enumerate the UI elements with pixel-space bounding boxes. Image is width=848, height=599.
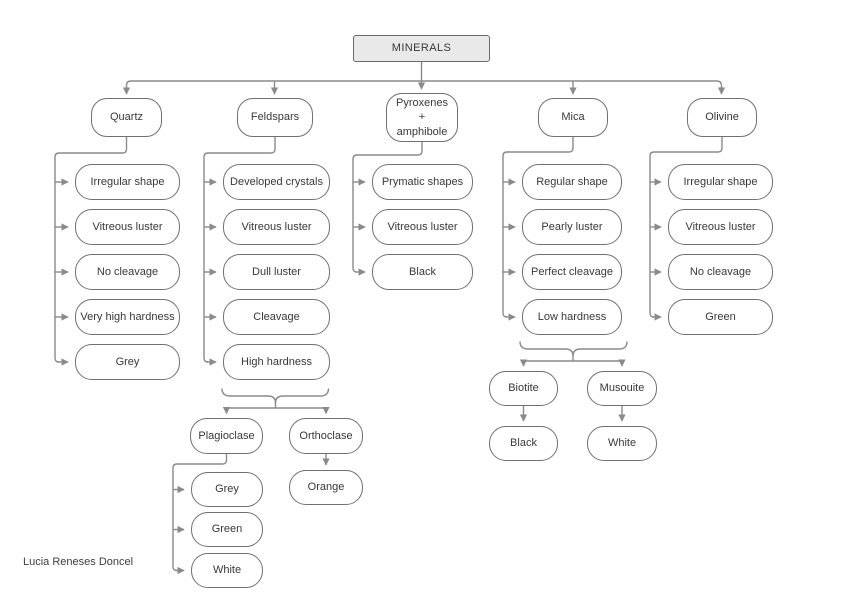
node-label: Regular shape — [536, 175, 608, 188]
node-quartz: Quartz — [91, 98, 162, 137]
node-label: Orthoclase — [299, 429, 353, 442]
node-plagioclase: Plagioclase — [190, 418, 263, 454]
node-label: Grey — [215, 483, 239, 496]
node-musouite-color: White — [587, 426, 657, 461]
brace-feldspars — [221, 388, 330, 404]
node-label: Biotite — [508, 382, 539, 395]
node-label: Grey — [115, 355, 140, 368]
node-label: MINERALS — [391, 42, 452, 55]
node-label: Musouite — [599, 382, 645, 395]
node-mica: Mica — [538, 98, 608, 137]
node-label: High hardness — [241, 355, 312, 368]
node-olivine-trait: Irregular shape — [668, 164, 773, 200]
node-label: No cleavage — [96, 265, 159, 278]
node-mica-trait: Pearly luster — [522, 209, 622, 245]
split-mica — [523, 355, 622, 362]
node-label: Irregular shape — [90, 175, 165, 188]
node-orthoclase: Orthoclase — [289, 418, 363, 454]
node-label: Perfect cleavage — [531, 265, 613, 278]
node-mica-trait: Regular shape — [522, 164, 622, 200]
node-label: Very high hardness — [80, 310, 175, 323]
node-label: Olivine — [705, 111, 739, 124]
node-quartz-trait: No cleavage — [75, 254, 180, 290]
node-biotite-color: Black — [489, 426, 558, 461]
node-feldspars-trait: Cleavage — [223, 299, 330, 335]
rail-plagioclase — [172, 454, 228, 572]
rail-pyroxenes — [352, 142, 423, 273]
node-label: White — [212, 564, 242, 577]
node-orthoclase-color: Orange — [289, 470, 363, 505]
rail-mica — [502, 137, 574, 318]
node-label: Vitreous luster — [387, 220, 458, 233]
rail-feldspars — [203, 137, 276, 363]
node-label: Low hardness — [537, 310, 607, 323]
node-pyroxenes-amphibole: Pyroxenes + amphibole — [386, 93, 458, 142]
rail-olivine — [649, 137, 723, 318]
node-biotite: Biotite — [489, 371, 558, 406]
node-olivine-trait: Vitreous luster — [668, 209, 773, 245]
node-label: Black — [409, 265, 436, 278]
node-label: Green — [211, 523, 243, 536]
node-quartz-trait: Grey — [75, 344, 180, 380]
node-label: Pyroxenes + amphibole — [396, 97, 448, 138]
node-quartz-trait: Vitreous luster — [75, 209, 180, 245]
node-plagioclase-color: Grey — [191, 472, 263, 507]
node-label: Black — [510, 437, 537, 450]
node-olivine: Olivine — [687, 98, 757, 137]
node-label: Vitreous luster — [241, 220, 312, 233]
node-plagioclase-color: Green — [191, 512, 263, 547]
node-feldspars-trait: Developed crystals — [223, 164, 330, 200]
node-quartz-trait: Irregular shape — [75, 164, 180, 200]
node-feldspars-trait: Vitreous luster — [223, 209, 330, 245]
node-label: Irregular shape — [683, 175, 758, 188]
node-minerals: MINERALS — [353, 35, 490, 62]
node-feldspars: Feldspars — [237, 98, 313, 137]
node-quartz-trait: Very high hardness — [75, 299, 180, 335]
node-label: Feldspars — [250, 111, 300, 124]
node-label: Orange — [307, 481, 345, 494]
node-mica-trait: Low hardness — [522, 299, 622, 335]
node-feldspars-trait: Dull luster — [223, 254, 330, 290]
node-mica-trait: Perfect cleavage — [522, 254, 622, 290]
node-label: Green — [705, 310, 736, 323]
node-olivine-trait: Green — [668, 299, 773, 335]
node-label: Plagioclase — [198, 429, 255, 442]
node-label: Dull luster — [252, 265, 301, 278]
split-feldspars — [226, 402, 326, 409]
author-credit: Lucia Reneses Doncel — [23, 556, 134, 568]
node-label: Developed crystals — [230, 175, 323, 188]
node-feldspars-trait: High hardness — [223, 344, 330, 380]
node-label: Cleavage — [253, 310, 300, 323]
rail-quartz — [54, 137, 128, 363]
node-label: Pearly luster — [541, 220, 603, 233]
node-label: Prymatic shapes — [381, 175, 464, 188]
node-label: Vitreous luster — [685, 220, 756, 233]
node-label: Mica — [561, 111, 585, 124]
node-label: Vitreous luster — [92, 220, 163, 233]
node-label: Quartz — [109, 111, 143, 124]
brace-mica — [519, 341, 628, 357]
node-label: No cleavage — [689, 265, 752, 278]
node-musouite: Musouite — [587, 371, 657, 406]
node-pyroxenes-trait: Prymatic shapes — [372, 164, 473, 200]
node-olivine-trait: No cleavage — [668, 254, 773, 290]
node-plagioclase-color: White — [191, 553, 263, 588]
node-pyroxenes-trait: Black — [372, 254, 473, 290]
node-label: White — [607, 437, 637, 450]
node-pyroxenes-trait: Vitreous luster — [372, 209, 473, 245]
connector-top-bar — [125, 80, 723, 90]
